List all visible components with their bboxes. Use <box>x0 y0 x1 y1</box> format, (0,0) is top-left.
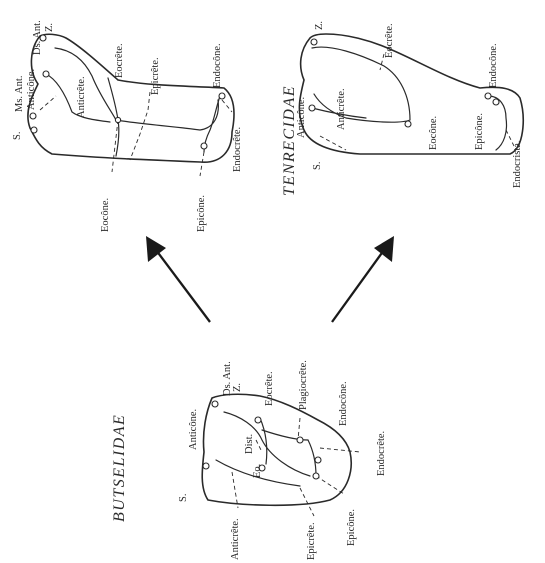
cusp-endocone <box>315 457 321 463</box>
anticrete-dash <box>232 472 238 508</box>
label-anticone: Anticône. <box>188 409 199 450</box>
evolution-arrows <box>146 236 394 322</box>
label-eocrete: Eocrête. <box>384 23 395 58</box>
family-name-butselidae: BUTSELIDAE <box>111 414 128 522</box>
epicone-dash <box>200 152 204 176</box>
label-eocone: Eocône. <box>100 198 111 232</box>
label-ds-ant: Ds. Ant. <box>32 20 43 55</box>
label-endocrista: Endocrista. <box>512 140 523 188</box>
epicone-dash <box>316 476 344 494</box>
tooth-outline <box>202 394 351 505</box>
label-anticrete: Anticrête. <box>230 518 241 560</box>
cusp-anticone <box>43 71 49 77</box>
label-z: Z. <box>314 21 325 30</box>
cusp-endocone <box>493 99 499 105</box>
epicrete-dash <box>130 92 150 160</box>
cusp-plagiocrete <box>297 437 303 443</box>
cusp-eocone <box>405 121 411 127</box>
endocone-ridge <box>308 440 316 476</box>
label-anticone: Anticône. <box>26 69 37 110</box>
label-endocone: Endocône. <box>338 381 349 426</box>
label-anticrete: Anticrête. <box>336 88 347 130</box>
cusp-z <box>311 39 317 45</box>
cusp-endocone <box>219 93 225 99</box>
cusp-epicone <box>201 143 207 149</box>
eocrete-ridge <box>260 418 267 464</box>
tooth-diagram-tenrecidae: Z. Eocrête. Anticône. Anticrête. S. Eocô… <box>281 21 523 196</box>
arrow-to-top-left <box>156 250 210 322</box>
anticone-dash <box>320 136 346 150</box>
label-dist: Dist. <box>244 434 255 454</box>
label-epicrete: Epicrête. <box>306 522 317 560</box>
label-epicone: Epicône. <box>346 509 357 546</box>
label-epicrete: Epicrête. <box>150 57 161 95</box>
endocrete-dash <box>320 448 360 452</box>
cusp-eocrete <box>255 417 261 423</box>
tooth-diagram-top-left: Ds. Ant. Z. Ms. Ant. Anticône. S. Anticr… <box>12 20 243 232</box>
dist-dash <box>256 440 262 452</box>
label-epicone: Epicône. <box>196 195 207 232</box>
ms-ant-dash <box>40 96 56 110</box>
label-s: S. <box>178 494 189 502</box>
label-endocone: Endocône. <box>212 43 223 88</box>
label-eocone: Eocône. <box>428 116 439 150</box>
label-s: S. <box>312 162 323 170</box>
cusp-s <box>31 127 37 133</box>
arrow-to-tenrecidae <box>332 250 384 322</box>
label-endocrete: Endocrête. <box>232 127 243 172</box>
label-z: Z. <box>44 23 55 32</box>
endocrete-dash <box>222 100 232 112</box>
label-s: S. <box>12 132 23 140</box>
label-anticrete: Anticrête. <box>76 76 87 118</box>
cusp-anticone <box>203 463 209 469</box>
label-eocrete: Eocrête. <box>264 371 275 406</box>
label-eocrete: Eocrête. <box>114 43 125 78</box>
label-endocone: Endocône. <box>488 43 499 88</box>
family-name-tenrecidae: TENRECIDAE <box>281 85 298 196</box>
label-eo: Eo. <box>252 464 263 478</box>
cusp-ms <box>30 113 36 119</box>
label-ms-ant: Ms. Ant. <box>14 76 25 112</box>
cusp-eocone <box>115 117 120 122</box>
label-plagiocrete: Plagiocrête. <box>298 360 309 410</box>
tooth-diagram-butselidae: Ds. Ant. Z. Eocrête. Plagiocrête. Endocô… <box>111 360 387 560</box>
cusp-endocone-b <box>313 473 319 479</box>
label-endocrete: Endocrête. <box>376 431 387 476</box>
cusp-z <box>212 401 218 407</box>
cusp-epicone <box>485 93 491 99</box>
label-z: Z. <box>232 383 243 392</box>
cusp-anticone <box>309 105 315 111</box>
epicrete-dash <box>300 488 314 516</box>
label-epicone: Epicône. <box>474 113 485 150</box>
